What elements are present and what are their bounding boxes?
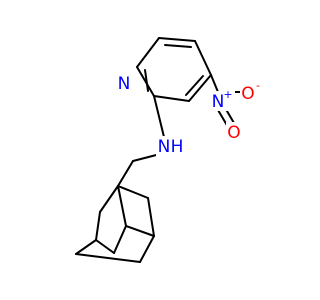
amine-n-label: N [158, 137, 171, 157]
nitro-o-minus-label: O [241, 84, 254, 104]
bond-ad-5 [147, 197, 155, 237]
bond-c3-nitro-n [210, 74, 219, 93]
adamantane-cage [75, 185, 155, 263]
bond-n1-c6-inner [144, 69, 149, 92]
bond-c5-c4 [158, 37, 196, 42]
bond-c2-nh [153, 95, 165, 138]
bond-c5-c4-inner [164, 44, 192, 48]
bond-ad-9 [75, 239, 97, 255]
bond-c6-c5 [136, 37, 160, 68]
bond-ad-10 [75, 253, 141, 263]
bond-c2-n1 [153, 95, 190, 102]
bond-ad-11 [125, 225, 155, 237]
amine-h-label: H [171, 137, 184, 157]
pyridine-ring [136, 37, 212, 102]
bond-n1-c6 [136, 66, 155, 97]
bond-ad-3 [117, 185, 127, 227]
nitro-n-charge: + [223, 88, 232, 101]
molecule-svg: N N H N + O - O [75, 37, 264, 263]
bond-ad-4 [95, 211, 101, 241]
nitro-o-minus-charge: - [256, 79, 260, 92]
bond-c3-c2-inner [185, 75, 204, 96]
structure-diagram: N N H N + O - O [75, 37, 264, 263]
atom-labels: N N H N + O - O [116, 73, 264, 157]
bond-c3-c2 [188, 74, 212, 102]
nitro-n-label: N [212, 92, 225, 112]
bond-ad-1 [99, 185, 119, 213]
bond-ad-6 [113, 225, 127, 254]
bond-ad-2 [117, 185, 149, 199]
bond-ch2-adamantyl [117, 160, 134, 187]
bond-ad-7 [95, 239, 115, 254]
bond-c4-c3 [194, 40, 212, 76]
nitro-o-double-label: O [227, 123, 240, 143]
pyridine-n-label: N [118, 74, 131, 94]
bond-ad-8 [139, 235, 155, 263]
